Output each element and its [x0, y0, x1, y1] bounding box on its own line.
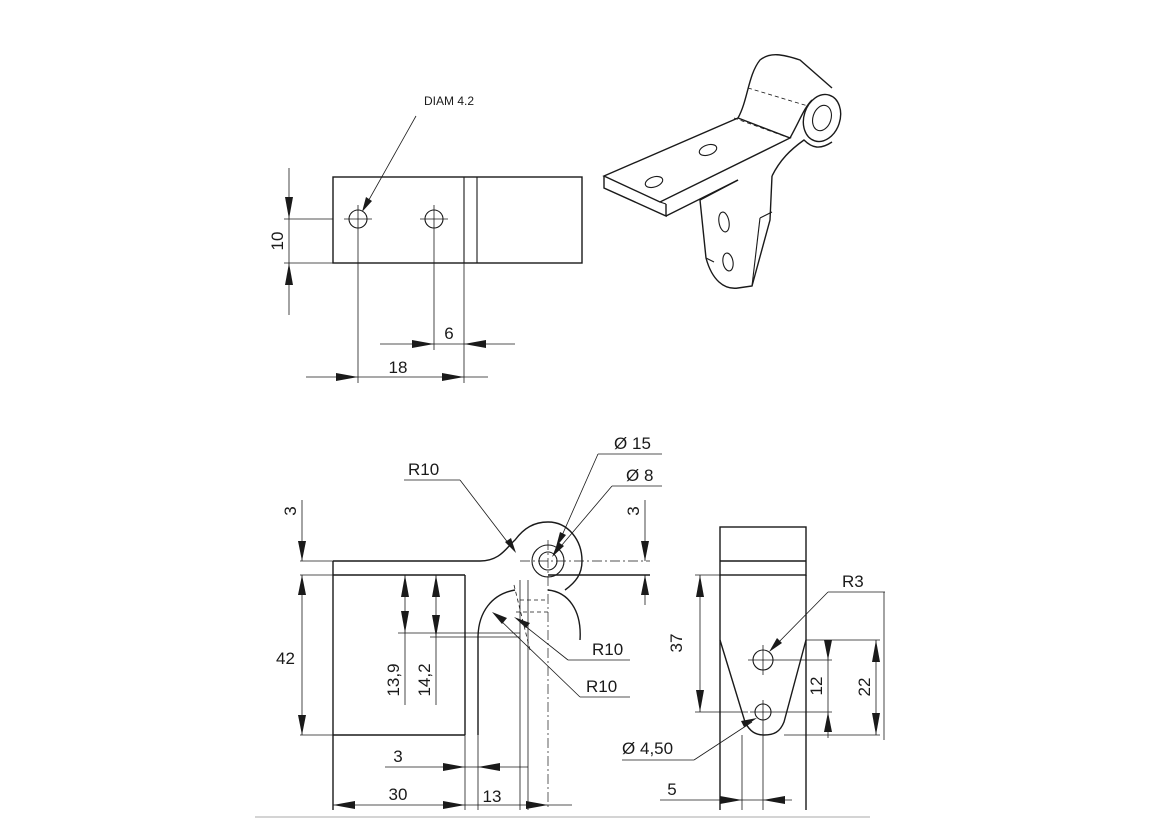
top-dim-edge: 6: [444, 324, 453, 343]
top-dim-spacing: 18: [389, 358, 408, 377]
front-dim-inner-dia: 8: [644, 466, 653, 485]
front-dim-inner-dia-symbol: Ø: [626, 466, 639, 485]
front-dim-thk-right: 3: [624, 506, 643, 515]
front-dim-web-thk: 3: [393, 747, 402, 766]
side-dim-22: 22: [855, 678, 874, 697]
side-dim-r3: R3: [842, 572, 864, 591]
side-dim-5: 5: [667, 780, 676, 799]
top-hole-note: DIAM 4.2: [424, 94, 474, 108]
front-dim-fillet-mid: R10: [592, 640, 623, 659]
front-dim-height: 42: [276, 649, 295, 668]
front-dim-thk-left: 3: [281, 506, 300, 515]
side-view: R3 37 12 22 Ø 4,50 5: [622, 526, 885, 810]
top-view: DIAM 4.2 10 6 18: [268, 94, 583, 383]
front-dim-fillet-low: R10: [586, 677, 617, 696]
side-dim-37: 37: [667, 634, 686, 653]
front-dim-30: 30: [389, 785, 408, 804]
side-dim-12: 12: [807, 677, 826, 696]
top-dim-height: 10: [268, 232, 287, 251]
isometric-view: [602, 54, 842, 289]
side-dim-dia-symbol: Ø: [622, 739, 635, 758]
front-dim-outer-dia: 15: [632, 434, 651, 453]
front-dim-14-2: 14,2: [415, 663, 434, 696]
front-view: Ø 15 Ø 8 R10 3 3 42: [276, 434, 662, 810]
front-dim-13: 13: [483, 787, 502, 806]
front-dim-fillet-top: R10: [408, 460, 439, 479]
front-dim-13-9: 13,9: [384, 663, 403, 696]
side-dim-dia-450: 4,50: [640, 739, 673, 758]
front-dim-outer-dia-symbol: Ø: [614, 434, 627, 453]
